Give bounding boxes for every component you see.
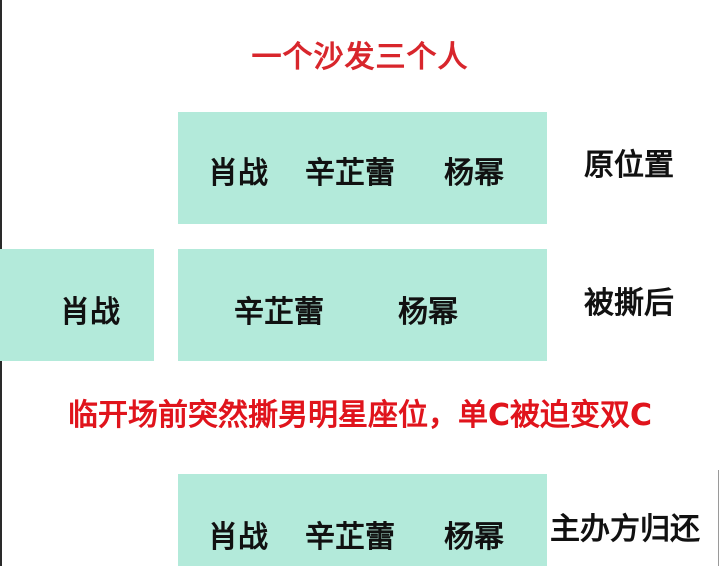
caption-text: 临开场前突然撕男明星座位，单C被迫变双C bbox=[67, 398, 653, 433]
separated-seat-box: 肖战 bbox=[0, 249, 154, 361]
seat-name: 肖战 bbox=[60, 295, 120, 330]
right-border-line bbox=[718, 470, 719, 566]
seat-name: 辛芷蕾 bbox=[234, 295, 324, 330]
state-label-returned: 主办方归还 bbox=[550, 512, 700, 547]
state-label-original: 原位置 bbox=[584, 148, 674, 183]
state-label-after-removal: 被撕后 bbox=[584, 286, 674, 321]
diagram-title: 一个沙发三个人 bbox=[251, 40, 469, 75]
sofa-after-removal: 辛芷蕾 杨幂 bbox=[178, 249, 547, 361]
seat-name: 辛芷蕾 bbox=[305, 156, 395, 191]
seat-name: 杨幂 bbox=[398, 295, 458, 330]
sofa-returned: 肖战 辛芷蕾 杨幂 bbox=[178, 474, 547, 566]
seat-name: 杨幂 bbox=[444, 520, 504, 555]
sofa-original: 肖战 辛芷蕾 杨幂 bbox=[178, 112, 547, 224]
seat-name: 肖战 bbox=[208, 156, 268, 191]
seat-name: 肖战 bbox=[208, 520, 268, 555]
seat-name: 辛芷蕾 bbox=[305, 520, 395, 555]
seat-name: 杨幂 bbox=[444, 156, 504, 191]
